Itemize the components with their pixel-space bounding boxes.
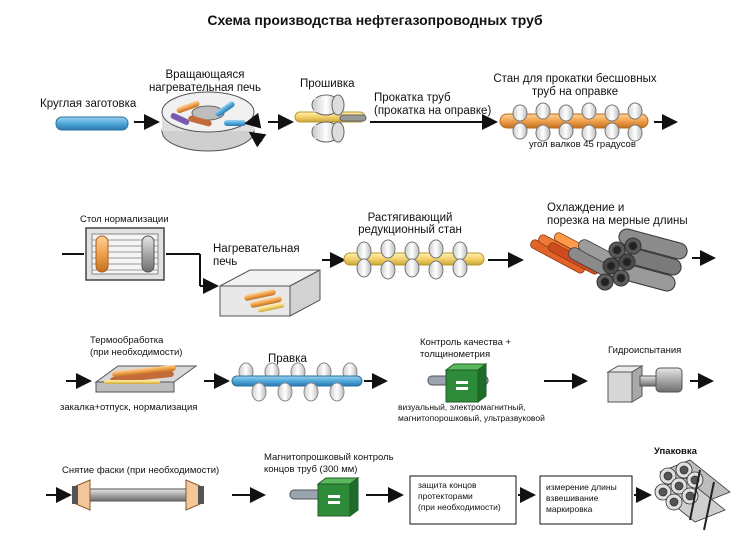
quality-label-line1: Контроль качества + bbox=[420, 337, 512, 348]
chamfer-label: Снятие фаски (при необходимости) bbox=[62, 465, 220, 476]
hydro-label: Гидроиспытания bbox=[608, 345, 682, 356]
stretch-mill-label-line2: редукционный стан bbox=[358, 224, 462, 236]
protect-box bbox=[409, 475, 517, 525]
heat-treatment-image bbox=[94, 364, 198, 393]
straightening-label: Правка bbox=[268, 353, 307, 365]
cooling-label-line2: порезка на мерные длины bbox=[547, 215, 688, 227]
stretch-mill-label-line1: Растягивающий bbox=[367, 212, 453, 224]
billet-label: Круглая заготовка bbox=[40, 98, 137, 110]
furnace-label-line1: Вращающаяся bbox=[165, 69, 245, 81]
diagram-title: Схема производства нефтегазопроводных тр… bbox=[207, 12, 543, 28]
heat-treatment-label-line1: Термообработка bbox=[90, 335, 164, 346]
heat-treatment-label-line2: (при необходимости) bbox=[90, 347, 183, 358]
normalizing-table-label: Стол нормализации bbox=[80, 214, 169, 225]
package-image bbox=[654, 459, 731, 531]
stretch-reducing-mill-image bbox=[343, 239, 485, 280]
normalizing-table-image bbox=[85, 227, 165, 281]
packing-label: Упаковка bbox=[654, 446, 697, 457]
protect-label-line1: защита концов bbox=[418, 480, 477, 490]
quality-methods-line1: визуальный, электромагнитный, bbox=[398, 402, 526, 412]
measure-box bbox=[539, 475, 633, 525]
quality-control-image bbox=[427, 363, 489, 403]
protect-label-line2: протекторами bbox=[418, 491, 473, 501]
mill-label-line2: труб на оправке bbox=[531, 86, 619, 98]
rolling-label-line2: (прокатка на оправке) bbox=[374, 105, 492, 117]
hydrotest-image bbox=[606, 365, 683, 403]
furnace-label-line2: нагревательная печь bbox=[148, 82, 262, 94]
measure-label-line2: взвешивание bbox=[546, 493, 599, 503]
roll-angle-label: угол валков 45 градусов bbox=[529, 139, 636, 150]
mandrel-mill-image bbox=[499, 102, 649, 142]
straightening-image bbox=[231, 362, 363, 402]
measure-label-line3: маркировка bbox=[546, 504, 593, 514]
measure-label-line1: измерение длины bbox=[546, 482, 617, 492]
protect-label-line3: (при необходимости) bbox=[418, 502, 501, 512]
heating-furnace-label-line1: Нагревательная bbox=[213, 243, 300, 255]
cooling-label-line1: Охлаждение и bbox=[547, 202, 625, 214]
heating-furnace-image bbox=[219, 269, 321, 317]
billet-image bbox=[55, 116, 129, 131]
quality-methods-line2: магнитопорошковый, ультразвуковой bbox=[398, 413, 545, 423]
mill-label-line1: Стан для прокатки бесшовных bbox=[493, 73, 657, 85]
magnetic-label-line1: Магнитопрошковый контроль bbox=[264, 452, 394, 463]
magnetic-control-image bbox=[289, 477, 360, 517]
cooling-cutting-image bbox=[530, 228, 688, 292]
heating-furnace-label-line2: печь bbox=[213, 256, 238, 268]
rolling-label-line1: Прокатка труб bbox=[374, 92, 451, 104]
quality-label-line2: толщинометрия bbox=[420, 349, 491, 360]
piercing-mill-image bbox=[294, 94, 367, 143]
piercing-label: Прошивка bbox=[300, 78, 355, 90]
rotary-furnace-image bbox=[161, 91, 267, 152]
magnetic-label-line2: концов труб (300 мм) bbox=[264, 464, 358, 475]
chamfer-image bbox=[72, 479, 204, 511]
hardening-label: закалка+отпуск, нормализация bbox=[60, 402, 198, 413]
